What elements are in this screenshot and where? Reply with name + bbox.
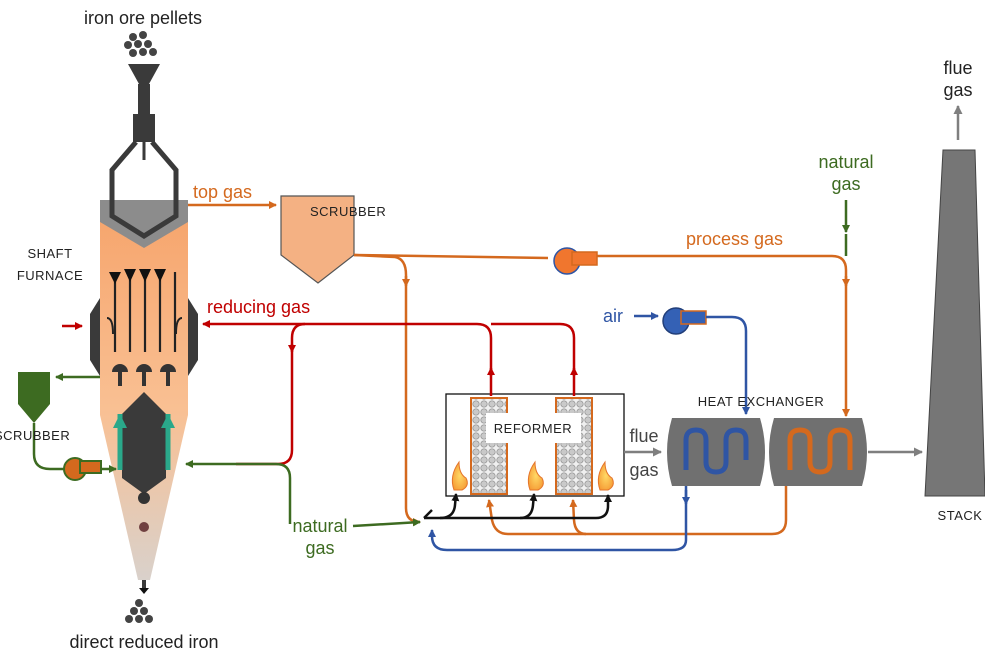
flue-gas-line xyxy=(624,105,963,457)
shaft-furnace-label-2: FURNACE xyxy=(17,268,83,283)
heat-exchanger-label: HEAT EXCHANGER xyxy=(698,394,824,409)
shaft-furnace-label-1: SHAFT xyxy=(27,246,72,261)
flue-gas-top-label-1: flue xyxy=(943,58,972,78)
natural-gas-line xyxy=(32,200,850,528)
dri-label: direct reduced iron xyxy=(69,632,218,652)
process-gas-compressor xyxy=(553,247,598,275)
reformer-label: REFORMER xyxy=(494,421,572,436)
process-gas-line xyxy=(188,201,850,536)
heat-exchanger xyxy=(667,418,867,486)
flue-gas-mid-label-1: flue xyxy=(629,426,658,446)
natural-gas-top-label-1: natural xyxy=(818,152,873,172)
fuel-distribution-line xyxy=(423,493,612,520)
left-scrubber xyxy=(18,372,50,423)
air-blower xyxy=(662,307,707,335)
top-scrubber xyxy=(280,195,355,284)
dri-pellet-pile-icon xyxy=(125,599,153,623)
reducing-gas-line xyxy=(62,320,578,466)
natural-gas-bottom-label-1: natural xyxy=(292,516,347,536)
left-scrubber-label: SCRUBBER xyxy=(0,428,70,443)
stack-label: STACK xyxy=(938,508,983,523)
air-label: air xyxy=(603,306,623,326)
natural-gas-top-label-2: gas xyxy=(831,174,860,194)
process-gas-label: process gas xyxy=(686,229,783,249)
air-line xyxy=(428,312,750,552)
shaft-furnace xyxy=(90,170,198,594)
feed-hopper xyxy=(109,64,179,212)
top-gas-label: top gas xyxy=(193,182,252,202)
reducing-gas-label: reducing gas xyxy=(207,297,310,317)
flue-gas-top-label-2: gas xyxy=(943,80,972,100)
left-compressor xyxy=(63,457,102,481)
ore-pellet-pile-icon xyxy=(124,31,157,57)
ore-pellets-label: iron ore pellets xyxy=(84,8,202,28)
top-scrubber-label: SCRUBBER xyxy=(310,204,386,219)
flame-icon xyxy=(451,460,614,491)
natural-gas-bottom-label-2: gas xyxy=(305,538,334,558)
flue-gas-mid-label-2: gas xyxy=(629,460,658,480)
stack xyxy=(924,149,985,497)
